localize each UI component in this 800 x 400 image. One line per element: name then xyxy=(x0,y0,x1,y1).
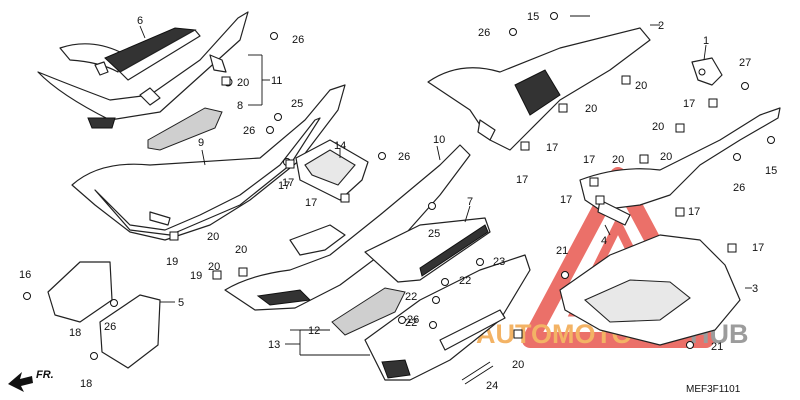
part-11-side-cover xyxy=(37,11,249,129)
callout-25-b: 25 xyxy=(428,228,440,240)
callout-21-b: 21 xyxy=(711,341,723,353)
callout-22-b: 22 xyxy=(405,291,417,303)
callout-23: 23 xyxy=(493,256,505,268)
part-13-lower-cover xyxy=(364,254,531,381)
callout-27: 27 xyxy=(739,57,751,69)
callout-4: 4 xyxy=(601,235,607,247)
part-14-bracket xyxy=(295,139,369,201)
part-3-carrier xyxy=(559,234,741,346)
callout-20-h: 20 xyxy=(612,154,624,166)
part-8-pad xyxy=(147,107,223,151)
callout-20-a: 20 xyxy=(237,77,249,89)
callout-6: 6 xyxy=(137,15,143,27)
part-12-pad xyxy=(331,287,406,336)
callout-19-a: 19 xyxy=(166,256,178,268)
callout-3: 3 xyxy=(752,283,758,295)
part-5-bracket xyxy=(47,261,161,369)
callout-20-i: 20 xyxy=(208,261,220,273)
callout-21-a: 21 xyxy=(556,245,568,257)
part-1-bracket xyxy=(691,57,723,86)
callout-13: 13 xyxy=(268,339,280,351)
callout-22-c: 22 xyxy=(405,317,417,329)
callout-19-b: 19 xyxy=(190,270,202,282)
callout-20-b: 20 xyxy=(207,231,219,243)
callout-26-b: 26 xyxy=(243,125,255,137)
callout-15-a: 15 xyxy=(527,11,539,23)
callout-17-f: 17 xyxy=(583,154,595,166)
callout-18-b: 18 xyxy=(80,378,92,390)
callout-20-c: 20 xyxy=(235,244,247,256)
part-7-side-panel xyxy=(364,217,491,283)
part-4-rear-frame xyxy=(579,107,781,226)
callout-26-f: 26 xyxy=(733,182,745,194)
callout-17-a: 17 xyxy=(278,180,290,192)
callout-17-e: 17 xyxy=(516,174,528,186)
callout-9: 9 xyxy=(198,137,204,149)
leader-lines xyxy=(139,15,752,356)
reference-code: MEF3F1101 xyxy=(686,384,741,395)
callout-20-d: 20 xyxy=(512,359,524,371)
direction-label: FR. xyxy=(36,369,54,381)
callout-17-i: 17 xyxy=(752,242,764,254)
callout-20-j: 20 xyxy=(660,151,672,163)
callout-8: 8 xyxy=(237,100,243,112)
callout-26-c: 26 xyxy=(398,151,410,163)
callout-17-h: 17 xyxy=(688,206,700,218)
callout-10: 10 xyxy=(433,134,445,146)
callout-labels: 6 26 20 11 8 25 26 9 14 26 10 17 17 20 1… xyxy=(19,11,777,392)
callout-12: 12 xyxy=(308,325,320,337)
callout-26-d: 26 xyxy=(407,314,419,326)
callout-24: 24 xyxy=(486,380,498,392)
front-arrow-icon xyxy=(8,372,33,392)
callout-14: 14 xyxy=(334,140,346,152)
callout-26-a: 26 xyxy=(292,34,304,46)
callout-20-e: 20 xyxy=(635,80,647,92)
callout-7: 7 xyxy=(467,196,473,208)
callout-26-g: 26 xyxy=(104,321,116,333)
callout-17-d: 17 xyxy=(546,142,558,154)
callout-18-a: 18 xyxy=(69,327,81,339)
callout-20-f: 20 xyxy=(585,103,597,115)
callout-2: 2 xyxy=(658,20,664,32)
fasteners xyxy=(23,12,775,385)
callout-17-j: 17 xyxy=(282,177,294,189)
part-6-upper-cover xyxy=(59,27,201,81)
callout-17-b: 17 xyxy=(305,197,317,209)
callout-20-g: 20 xyxy=(652,121,664,133)
callout-5: 5 xyxy=(178,297,184,309)
callout-17-c: 17 xyxy=(683,98,695,110)
callout-1: 1 xyxy=(703,35,709,47)
front-direction-indicator: FR. xyxy=(8,369,54,392)
callout-22-a: 22 xyxy=(459,275,471,287)
part-2-rear-cover xyxy=(427,27,651,151)
callout-11: 11 xyxy=(271,75,282,87)
callout-16: 16 xyxy=(19,269,31,281)
callout-25-a: 25 xyxy=(291,98,303,110)
callout-17-g: 17 xyxy=(560,194,572,206)
callout-26-e: 26 xyxy=(478,27,490,39)
callout-15-b: 15 xyxy=(765,165,777,177)
